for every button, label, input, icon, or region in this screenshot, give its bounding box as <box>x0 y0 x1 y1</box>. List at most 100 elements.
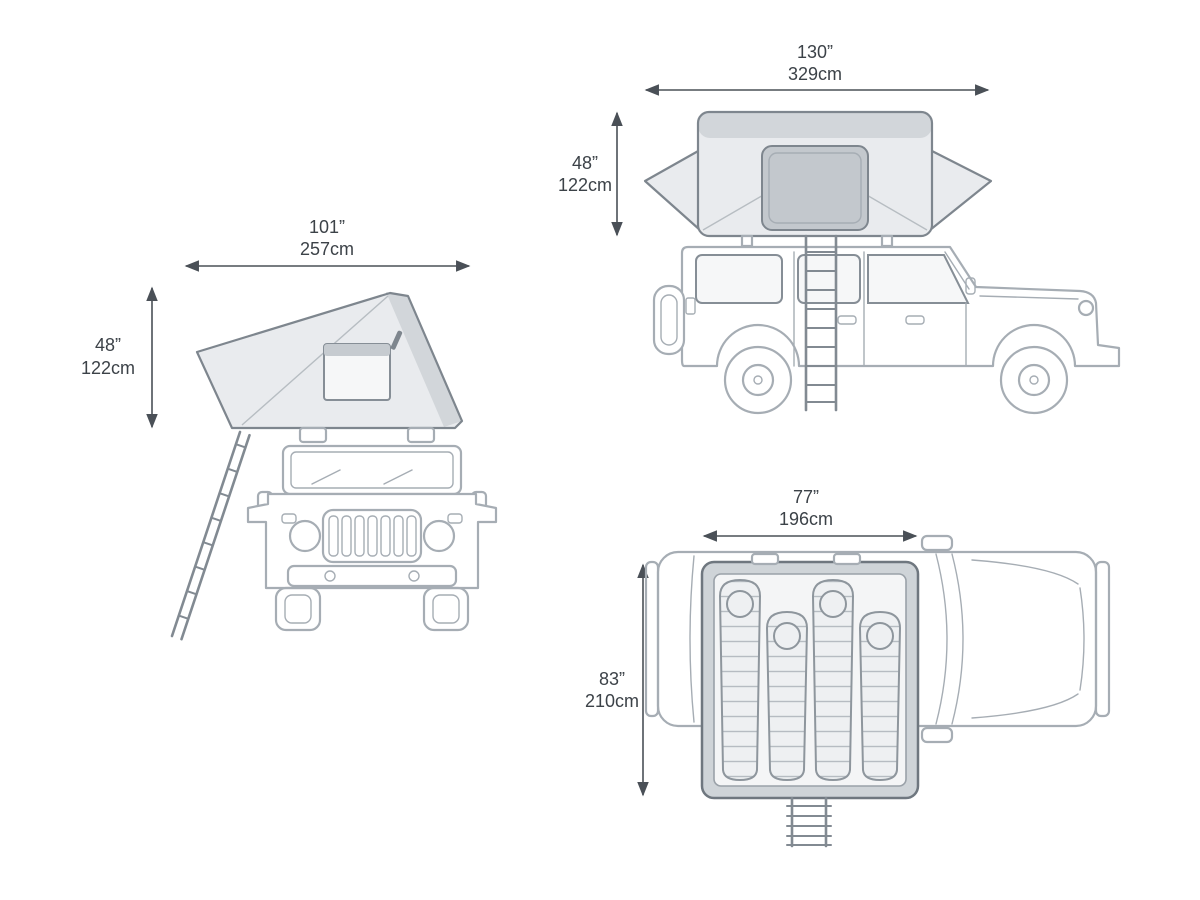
tent-shell-band <box>386 292 462 427</box>
windshield-lines <box>935 553 964 725</box>
side-vehicle <box>652 245 1121 415</box>
roof-mount-right <box>406 426 436 444</box>
turn-signal-left <box>281 513 297 524</box>
roof-mount-front <box>880 234 894 248</box>
hinge-tab-left <box>750 552 780 566</box>
front-bumper <box>1094 560 1111 718</box>
tent-window-flap <box>324 344 390 356</box>
pillow-2 <box>773 622 801 650</box>
top-height-dimension: 83” 210cm <box>585 563 649 797</box>
side-view: 130” 329cm 48” 122cm <box>558 42 1121 415</box>
hinge-tab-right <box>832 552 862 566</box>
front-vehicle <box>246 444 498 632</box>
side-tent <box>643 110 993 248</box>
brand-mark <box>390 330 403 350</box>
sleeping-bags <box>719 579 901 781</box>
wipers <box>311 469 413 485</box>
tent-outline <box>195 291 464 430</box>
top-height-inches-label: 83” <box>599 669 625 689</box>
tire-right-inner <box>432 594 460 624</box>
door-handle-front <box>905 315 925 325</box>
taillight <box>685 297 696 315</box>
body-outline <box>246 492 498 590</box>
front-height-cm-label: 122cm <box>81 358 135 378</box>
a-pillar-line <box>944 251 970 290</box>
tent-floor <box>713 573 907 787</box>
headlight <box>1077 299 1095 317</box>
sleeping-bag-3 <box>812 579 854 781</box>
front-wheel <box>999 345 1069 415</box>
tent-body-outline <box>696 110 934 238</box>
front-width-cm-label: 257cm <box>300 239 354 259</box>
front-wheel-hub <box>1029 375 1039 385</box>
fog-light-left <box>324 570 336 582</box>
roof-mount-left <box>298 426 328 444</box>
spare-tire-inner <box>660 294 678 346</box>
side-width-dimension: 130” 329cm <box>644 42 990 96</box>
side-mirror <box>965 277 976 295</box>
quarter-window <box>695 254 783 304</box>
tent-wing-left <box>645 150 700 230</box>
windshield-inner <box>290 451 454 489</box>
front-ladder <box>170 430 251 641</box>
side-ladder <box>804 234 838 412</box>
windshield <box>281 444 463 496</box>
door-seams <box>793 251 967 367</box>
body-outline <box>680 245 1121 368</box>
roof-mount-rear <box>740 234 754 248</box>
turn-signal-right <box>447 513 463 524</box>
spare-tire <box>652 284 686 356</box>
headlight-left <box>288 519 322 553</box>
bumper <box>286 564 458 588</box>
front-height-dimension: 48” 122cm <box>81 286 158 429</box>
rear-bumper <box>644 560 660 718</box>
sleeping-bag-2 <box>766 611 808 781</box>
sleeping-bag-4 <box>859 611 901 781</box>
top-width-inches-label: 77” <box>793 487 819 507</box>
side-width-inches-label: 130” <box>797 42 833 62</box>
front-wheel-rim <box>1017 363 1051 397</box>
pillow-4 <box>866 622 894 650</box>
top-view: 77” 196cm 83” 210cm <box>585 487 1111 848</box>
hood-crease <box>979 295 1079 300</box>
mirror-top <box>920 534 954 552</box>
tent-seam <box>241 295 389 426</box>
hood-lines <box>971 559 1085 719</box>
rear-wheel <box>723 345 793 415</box>
pillow-3 <box>819 590 847 618</box>
side-height-dimension: 48” 122cm <box>558 111 623 237</box>
front-door-window <box>867 254 970 304</box>
side-height-cm-label: 122cm <box>558 175 612 195</box>
grille <box>321 508 423 564</box>
front-height-inches-label: 48” <box>95 335 121 355</box>
rear-wheel-rim <box>741 363 775 397</box>
pillow-1 <box>726 590 754 618</box>
sleeping-bag-1 <box>719 579 761 781</box>
side-width-cm-label: 329cm <box>788 64 842 84</box>
fog-light-right <box>408 570 420 582</box>
door-handle-rear <box>837 315 857 325</box>
top-ladder <box>786 796 832 848</box>
tire-left-inner <box>284 594 312 624</box>
front-width-inches-label: 101” <box>309 217 345 237</box>
tire-left <box>274 586 322 632</box>
front-tent <box>195 291 464 444</box>
top-width-cm-label: 196cm <box>779 509 833 529</box>
tire-right <box>422 586 470 632</box>
tent-lid <box>698 112 932 138</box>
headlight-right <box>422 519 456 553</box>
mirror-bottom <box>920 726 954 744</box>
tent-wing-right <box>930 150 991 230</box>
tent-entrance <box>761 145 869 231</box>
top-width-dimension: 77” 196cm <box>702 487 918 542</box>
tent-entrance-inner <box>768 152 862 224</box>
side-height-inches-label: 48” <box>572 153 598 173</box>
rear-wheel-hub <box>753 375 763 385</box>
top-height-cm-label: 210cm <box>585 691 639 711</box>
top-tent <box>700 552 920 800</box>
tent-fold-lines <box>702 193 928 231</box>
grille-slats <box>328 515 417 557</box>
front-view: 101” 257cm 48” 122cm <box>81 217 498 641</box>
